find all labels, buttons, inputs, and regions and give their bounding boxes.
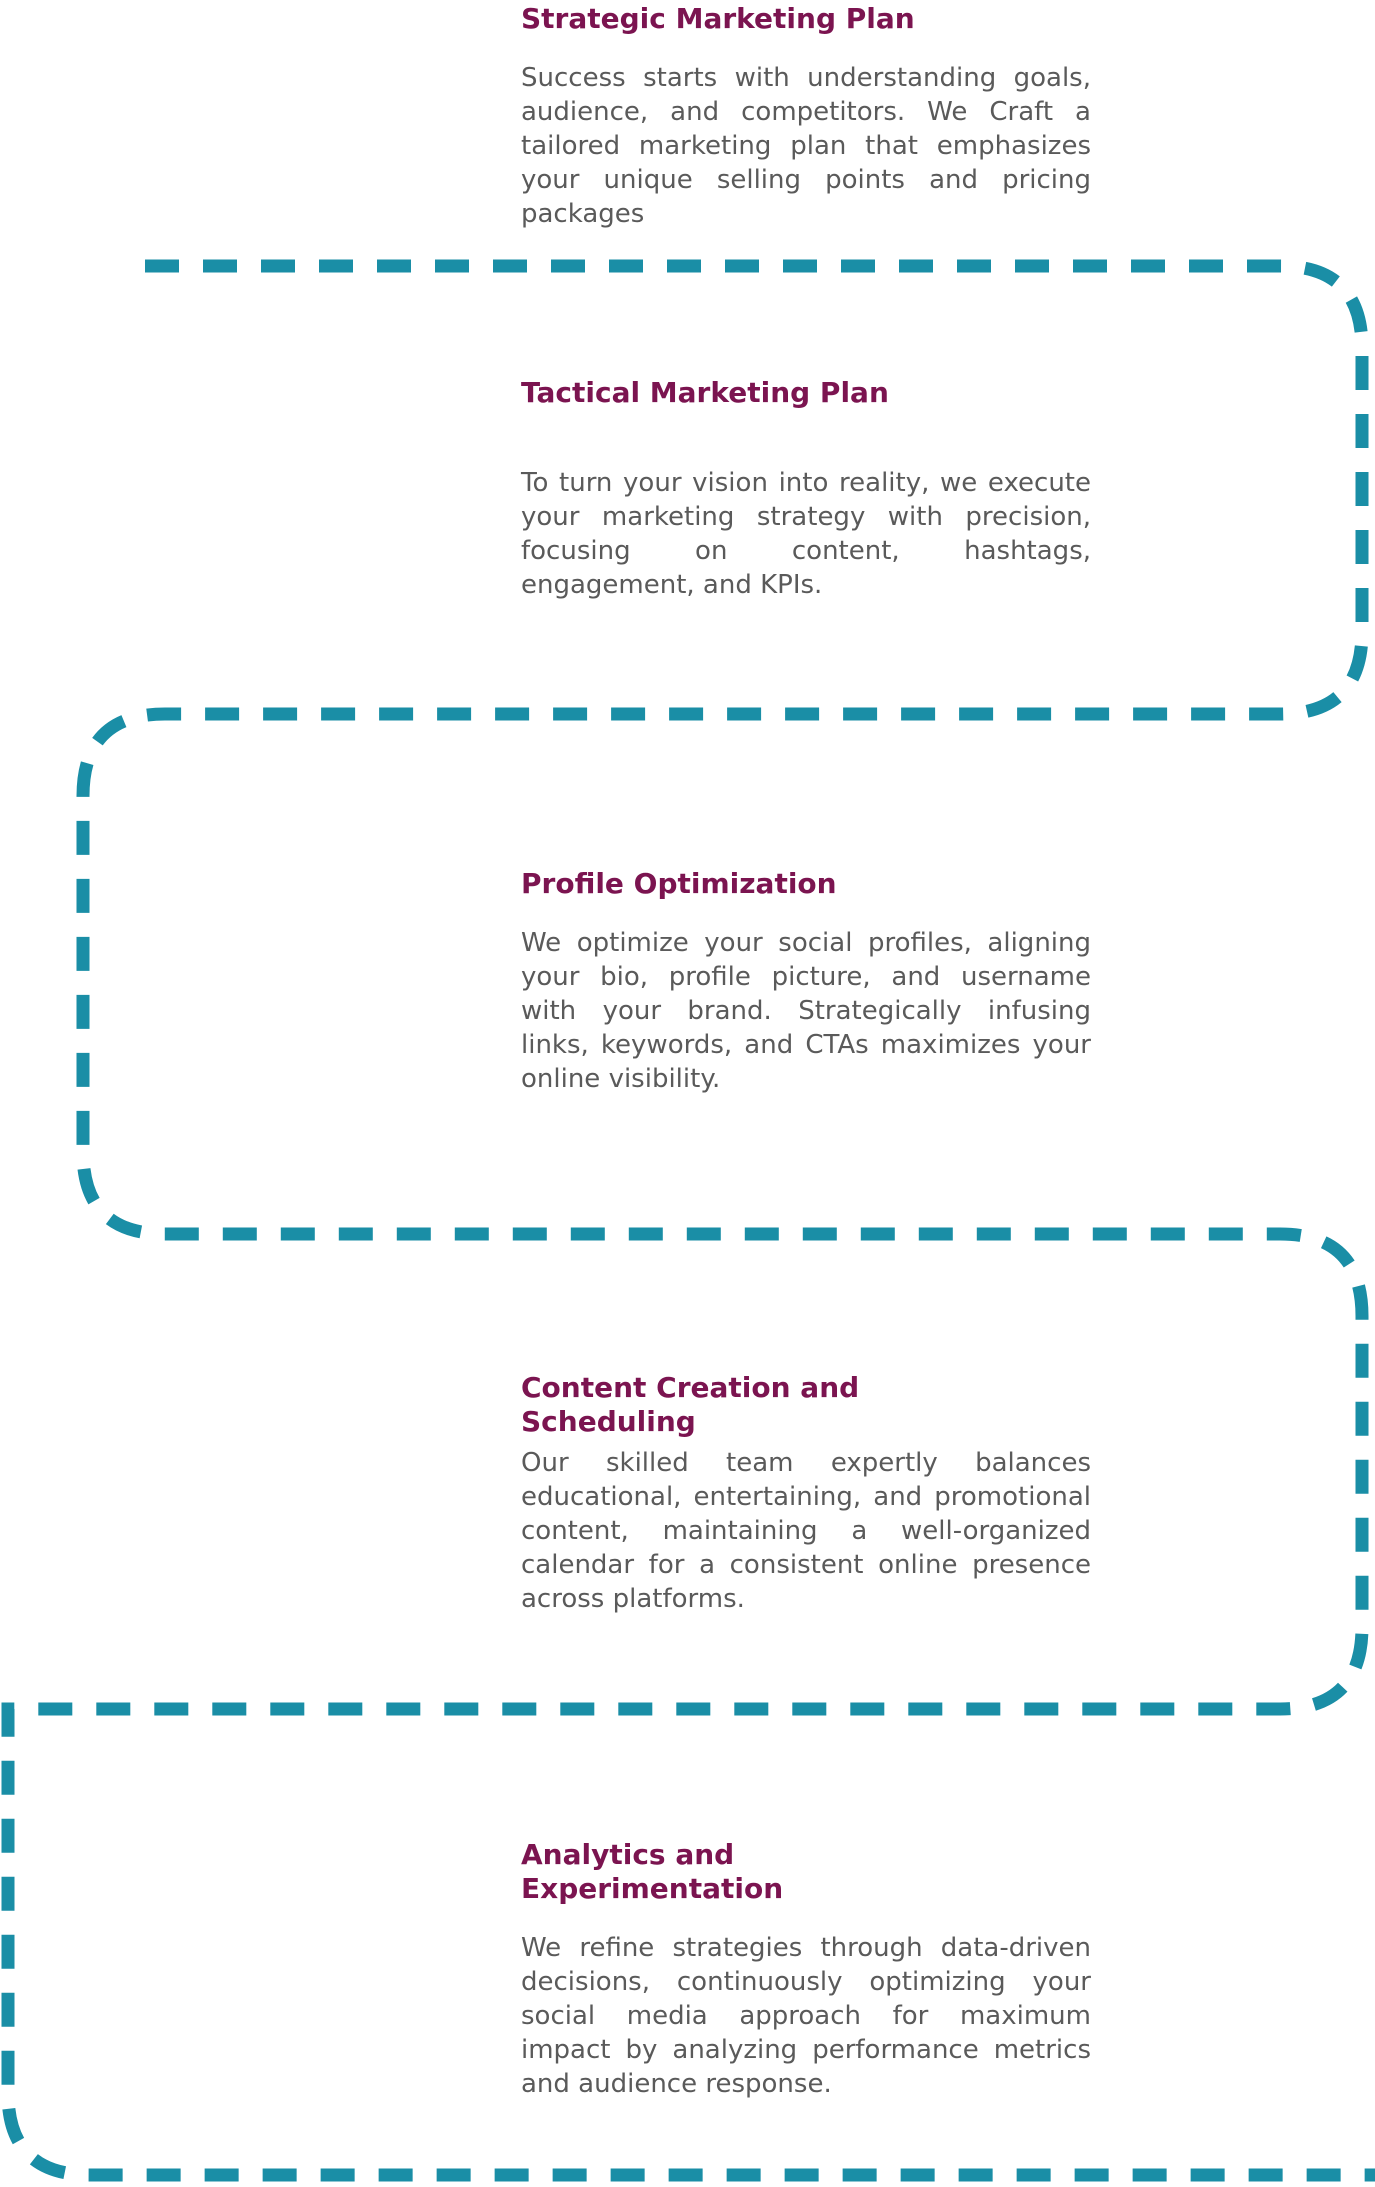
step-title: Content Creation and Scheduling xyxy=(521,1371,860,1438)
step-content-creation-and-scheduling: Content Creation and Scheduling Our skil… xyxy=(521,1371,1091,1616)
step-description: We optimize your social profiles, aligni… xyxy=(521,928,1091,1094)
serpentine-dashed-line xyxy=(1,259,1375,2182)
step-title: Profile Optimization xyxy=(521,867,837,900)
step-description: We refine strategies through data-driven… xyxy=(521,1933,1091,2099)
step-tactical-marketing-plan: Tactical Marketing Plan To turn your vis… xyxy=(521,376,1091,602)
step-description: Success starts with understanding goals,… xyxy=(521,63,1091,229)
step-description: Our skilled team expertly balances educa… xyxy=(521,1448,1091,1614)
step-analytics-and-experimentation: Analytics and Experimentation We refine … xyxy=(521,1838,1091,2101)
step-profile-optimization: Profile Optimization We optimize your so… xyxy=(521,867,1091,1096)
step-title: Tactical Marketing Plan xyxy=(521,376,889,409)
step-title: Analytics and Experimentation xyxy=(521,1838,784,1905)
step-title: Strategic Marketing Plan xyxy=(521,2,915,35)
step-strategic-marketing-plan: Strategic Marketing Plan Success starts … xyxy=(521,2,1091,231)
step-description: To turn your vision into reality, we exe… xyxy=(521,468,1091,600)
